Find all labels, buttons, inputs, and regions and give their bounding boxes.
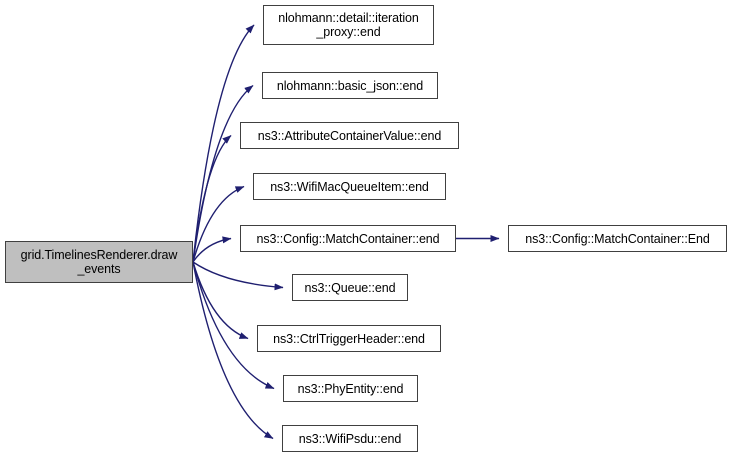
graph-node-label: nlohmann::detail::iteration _proxy::end: [278, 11, 419, 39]
graph-node-label: nlohmann::basic_json::end: [276, 78, 424, 93]
graph-edge: [192, 134, 232, 263]
graph-edge: [192, 261, 284, 291]
graph-node[interactable]: ns3::WifiPsdu::end: [282, 425, 418, 452]
graph-node[interactable]: ns3::Config::MatchContainer::end: [240, 225, 456, 252]
graph-node-label: grid.TimelinesRenderer.draw _events: [20, 248, 178, 276]
graph-edge: [192, 185, 245, 263]
graph-node[interactable]: ns3::AttributeContainerValue::end: [240, 122, 459, 149]
graph-node-root[interactable]: grid.TimelinesRenderer.draw _events: [5, 241, 193, 283]
graph-node-label: ns3::WifiMacQueueItem::end: [270, 179, 429, 194]
graph-node-label: ns3::WifiPsdu::end: [298, 431, 402, 446]
graph-node-label: ns3::PhyEntity::end: [297, 381, 404, 396]
graph-node-label: ns3::CtrlTriggerHeader::end: [273, 331, 425, 346]
graph-node[interactable]: ns3::Queue::end: [292, 274, 408, 301]
graph-node-label: ns3::Config::MatchContainer::end: [256, 231, 440, 246]
graph-edge: [192, 261, 249, 340]
graph-node[interactable]: ns3::Config::MatchContainer::End: [508, 225, 727, 252]
graph-node[interactable]: nlohmann::basic_json::end: [262, 72, 438, 99]
graph-node-label: ns3::AttributeContainerValue::end: [257, 128, 442, 143]
graph-node[interactable]: ns3::PhyEntity::end: [283, 375, 418, 402]
graph-node-label: ns3::Queue::end: [304, 280, 396, 295]
graph-node[interactable]: ns3::WifiMacQueueItem::end: [253, 173, 446, 200]
graph-node[interactable]: ns3::CtrlTriggerHeader::end: [257, 325, 441, 352]
graph-node[interactable]: nlohmann::detail::iteration _proxy::end: [263, 5, 434, 45]
graph-node-label: ns3::Config::MatchContainer::End: [525, 231, 710, 246]
graph-edge: [192, 236, 232, 263]
